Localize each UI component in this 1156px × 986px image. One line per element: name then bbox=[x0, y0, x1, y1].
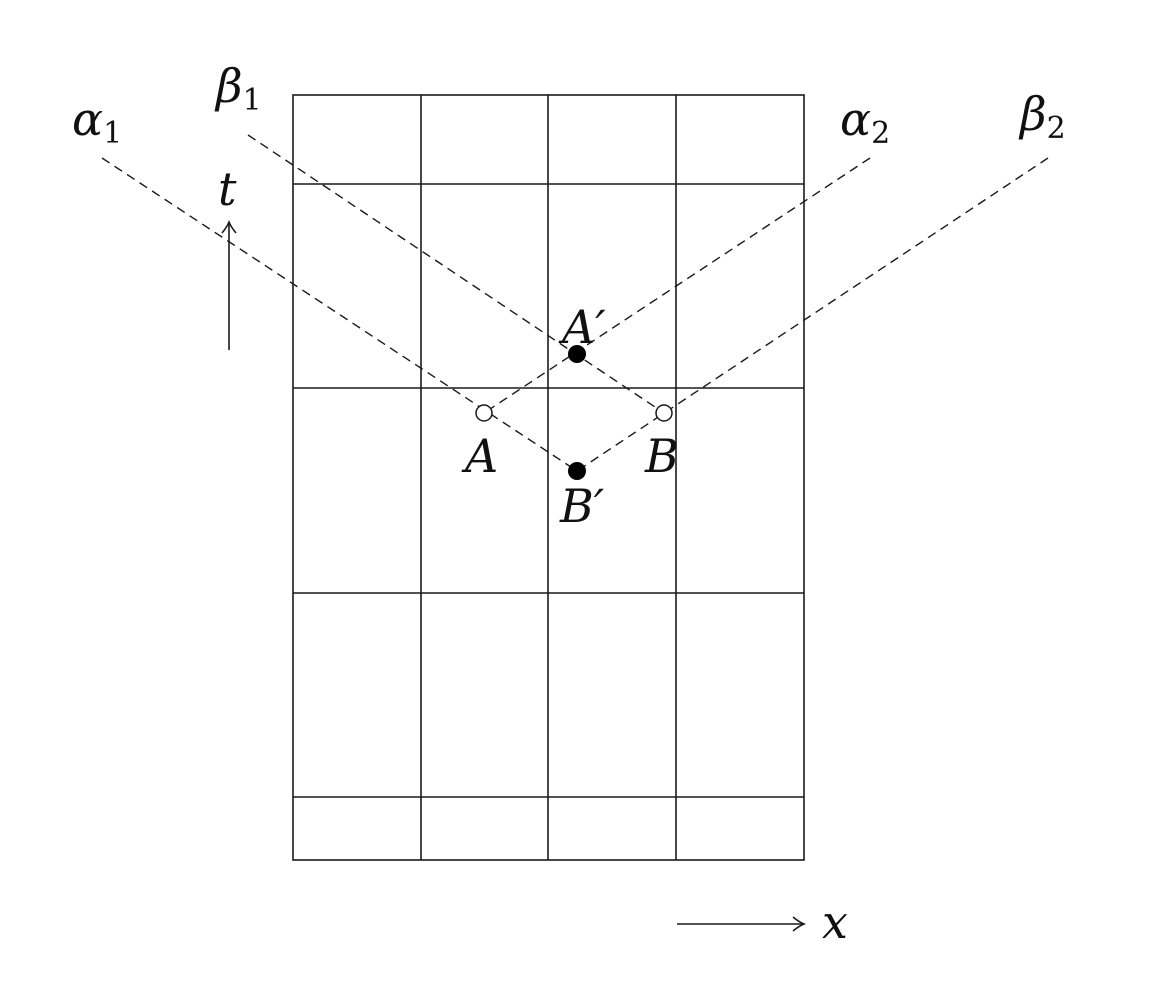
beta2-characteristic-line bbox=[576, 157, 1049, 472]
mesh-points bbox=[475, 345, 673, 480]
x-axis-arrowhead bbox=[792, 916, 807, 932]
alpha1-characteristic-line bbox=[101, 157, 578, 472]
point-a-prime-label: A′ bbox=[558, 300, 606, 354]
x-axis-arrow bbox=[677, 916, 807, 932]
alpha1-label: α1 bbox=[72, 92, 122, 151]
mesh-grid bbox=[292, 94, 805, 861]
alpha2-label: α2 bbox=[840, 92, 890, 151]
beta1-characteristic-line bbox=[247, 134, 665, 414]
point-a-label: A bbox=[461, 429, 498, 483]
x-axis-label: x bbox=[822, 895, 848, 949]
point-a-marker bbox=[475, 404, 493, 422]
characteristic-lines bbox=[101, 134, 1049, 472]
beta1-label: β1 bbox=[214, 59, 262, 118]
beta2-label: β2 bbox=[1018, 87, 1066, 146]
point-b-marker bbox=[655, 404, 673, 422]
point-b-label: B bbox=[644, 429, 679, 483]
alpha2-characteristic-line bbox=[483, 157, 871, 414]
t-axis-label: t bbox=[218, 162, 237, 216]
t-axis-arrow bbox=[221, 219, 237, 350]
point-b-prime-label: B′ bbox=[559, 479, 605, 533]
t-axis-arrowhead bbox=[221, 219, 237, 234]
point-a-prime-marker bbox=[568, 345, 586, 363]
diagram-labels: α1 β1 α2 β2 t x A B A′ B′ bbox=[72, 59, 1066, 949]
point-b-prime-marker bbox=[568, 462, 586, 480]
